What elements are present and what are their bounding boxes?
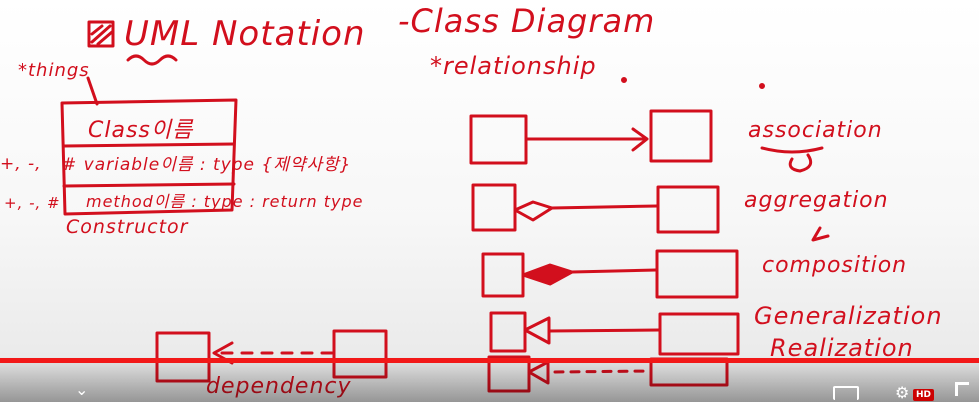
association-source-box xyxy=(469,114,528,165)
association-label: association xyxy=(748,118,883,143)
chevron-down-icon[interactable]: ⌄ xyxy=(75,380,89,399)
player-controls-gradient xyxy=(0,356,979,402)
title-box-hatch xyxy=(90,24,114,46)
uml-underline xyxy=(126,54,178,66)
aggregation-target-box xyxy=(656,185,720,234)
aggregation-line xyxy=(550,204,659,210)
association-target-box xyxy=(649,109,713,163)
hd-badge: HD xyxy=(913,389,935,401)
composition-label: composition xyxy=(762,253,908,278)
ink-dot xyxy=(759,83,765,89)
generalization-triangle xyxy=(523,316,551,345)
aggregation-source-box xyxy=(471,183,517,232)
composition-diamond xyxy=(521,263,574,286)
aggregation-diamond xyxy=(513,200,554,222)
dependency-source-box xyxy=(332,329,388,379)
subtitles-icon[interactable] xyxy=(833,386,859,400)
constructor-line: Constructor xyxy=(66,216,189,238)
class-name: Class이름 xyxy=(88,118,194,143)
aggregation-label: aggregation xyxy=(744,188,889,213)
things-pointer xyxy=(86,76,99,106)
generalization-target-box xyxy=(658,312,740,356)
class-box-outline xyxy=(60,98,238,216)
generalization-source-box xyxy=(489,311,527,353)
realization-label: Realization xyxy=(770,334,914,362)
composition-source-box xyxy=(481,252,525,298)
title-box-icon xyxy=(87,20,115,48)
attribute-line: # variable이름 : type {제약사항} xyxy=(62,155,352,175)
progress-bar[interactable] xyxy=(0,358,979,363)
ink-dot xyxy=(621,77,627,83)
association-underline xyxy=(760,146,824,173)
title-suffix: -Class Diagram xyxy=(398,2,656,40)
realization-line xyxy=(553,369,652,374)
class-box-divider-1 xyxy=(62,142,236,148)
association-arrow xyxy=(524,127,649,152)
generalization-label: Generalization xyxy=(754,302,943,330)
generalization-line xyxy=(547,328,661,333)
fullscreen-icon[interactable] xyxy=(955,382,969,396)
dependency-target-box xyxy=(155,331,211,383)
operation-line: method이름 : type : return type xyxy=(86,192,364,211)
composition-line xyxy=(570,268,658,274)
class-box-divider-2 xyxy=(62,182,236,188)
visibility-marker-1: +, -, xyxy=(0,154,42,174)
relationship-label: *relationship xyxy=(430,52,597,80)
realization-source-box xyxy=(487,355,531,393)
title-text: UML Notation xyxy=(124,14,366,54)
settings-icon[interactable]: ⚙ xyxy=(895,383,910,402)
realization-triangle xyxy=(527,360,550,385)
aggregation-arrow xyxy=(811,226,830,242)
things-label: *things xyxy=(18,60,90,81)
progress-bar-fill xyxy=(0,358,979,363)
visibility-marker-2: +, -, # xyxy=(4,194,61,212)
dependency-label: dependency xyxy=(206,374,352,399)
composition-target-box xyxy=(655,249,739,299)
